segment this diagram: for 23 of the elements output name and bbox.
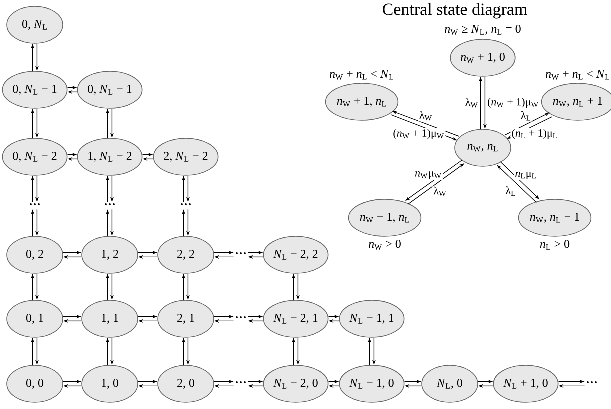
edge-label: (n$_{W}$ + 1)μ$_{W}$ [392, 128, 446, 140]
condition-text: n$_{L}$ > 0 [540, 240, 570, 250]
ellipsis-text: ··· [587, 382, 597, 384]
title: Central state diagram [383, 3, 528, 19]
ellipsis-text: ··· [181, 204, 191, 206]
condition-text: n$_{W}$ ≥ N$_{L}$, n$_{L}$ = 0 [445, 25, 521, 35]
edge-label: λ$_{L}$ [520, 110, 532, 122]
edge-label: λ$_{W}$ [432, 186, 448, 198]
ellipsis-text: ··· [105, 204, 115, 206]
edge-label: (n$_{L}$ + 1)μ$_{L}$ [510, 128, 560, 140]
ellipsis-text: ··· [30, 204, 40, 206]
ellipsis-text: ··· [236, 252, 246, 254]
condition-text: n$_{W}$ + n$_{L}$ < N$_{L}$ [330, 70, 394, 80]
edge-label: n$_{W}$μ$_{W}$ [414, 170, 443, 180]
condition-text: n$_{W}$ > 0 [369, 240, 401, 250]
edge-label: λ$_{W}$ [464, 97, 480, 109]
ellipsis-text: ··· [236, 316, 246, 318]
ellipsis-text: ··· [236, 382, 246, 384]
edge-label: n$_{L}$μ$_{L}$ [514, 170, 538, 180]
edge-label: λ$_{L}$ [504, 186, 518, 197]
edge-label: (n$_{W}$ + 1)μ$_{W}$ [486, 97, 540, 109]
condition-text: n$_{W}$ + n$_{L}$ < N$_{L}$ [546, 70, 610, 80]
edge-label: λ$_{W}$ [418, 110, 434, 122]
